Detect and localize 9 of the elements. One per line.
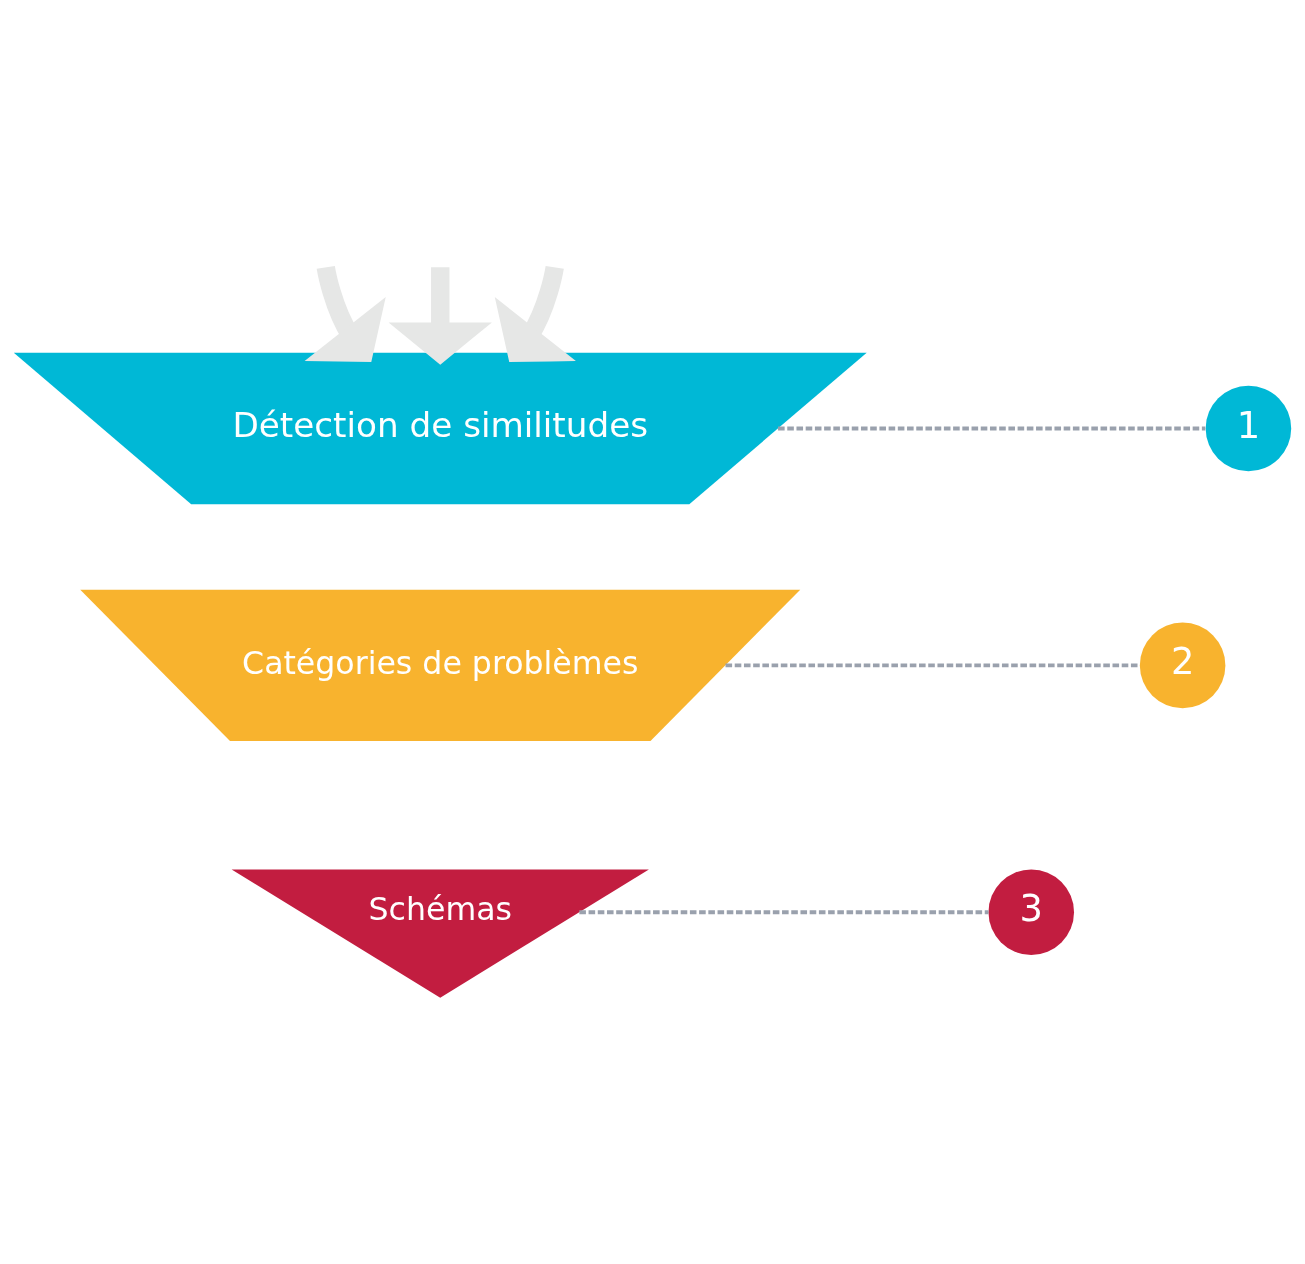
node-circle: 1 (1205, 385, 1292, 472)
connector (725, 663, 1140, 668)
arrow (388, 267, 492, 365)
arrow (494, 265, 576, 363)
arrow (304, 265, 386, 363)
connector (579, 910, 989, 915)
connector (778, 426, 1206, 431)
node-circle: 2 (1139, 622, 1226, 709)
node-circle: 3 (988, 869, 1075, 955)
